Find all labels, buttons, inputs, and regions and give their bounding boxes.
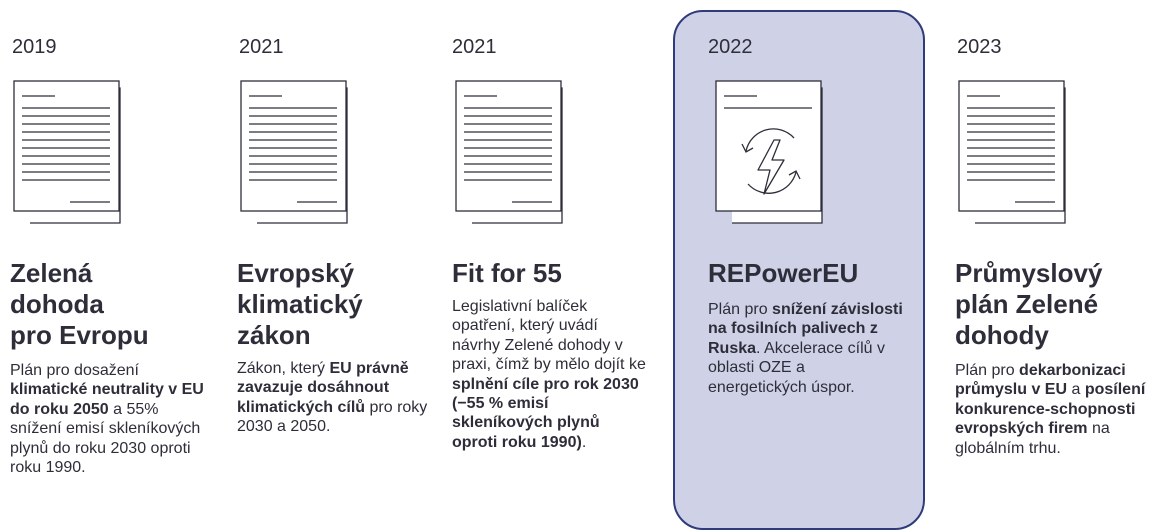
item-title: Průmyslový plán Zelené dohody: [955, 258, 1103, 350]
item-description: Zákon, který EU právně zavazuje dosáhnou…: [237, 359, 429, 437]
description-emphasis: EU právně zavazuje dosáhnout klimatickýc…: [237, 360, 409, 416]
description-text: na globálním trhu.: [955, 420, 1110, 457]
item-title: Evropský klimatický zákon: [237, 258, 363, 350]
year-label: 2022: [708, 36, 753, 58]
description-emphasis: snížení závislosti na fosilních palivech…: [708, 301, 903, 357]
year-label: 2019: [12, 36, 57, 58]
document-icon: [455, 80, 563, 224]
item-title: REPowerEU: [708, 258, 859, 288]
description-text: pro roky 2030 a 2050.: [237, 398, 428, 436]
item-title: Zelená dohoda pro Evropu: [10, 258, 149, 350]
description-emphasis: dekarbonizaci průmyslu v EU: [955, 362, 1126, 399]
document-icon: [958, 80, 1066, 224]
item-description: Plán pro dosažení klimatické neutrality …: [10, 361, 210, 477]
item-description: Plán pro dekarbonizaci průmyslu v EU a p…: [955, 361, 1167, 458]
description-text: . Akcelerace cílů v oblasti OZE a energe…: [708, 339, 885, 396]
description-emphasis: klimatické neutrality v EU do roku 2050: [10, 381, 204, 418]
description-text: Plán pro dosažení: [10, 362, 139, 379]
description-emphasis: posílení konkurence-schopnosti evropskýc…: [955, 381, 1146, 438]
energy-document-icon: [715, 80, 823, 224]
item-title: Fit for 55: [452, 258, 562, 288]
description-text: a: [1067, 381, 1085, 399]
description-text: Legislativní balíček opatření, který uvá…: [452, 298, 646, 374]
description-emphasis: splnění cíle pro rok 2030 (−55 % emisí s…: [452, 375, 639, 451]
document-icon: [13, 80, 121, 224]
year-label: 2021: [239, 36, 284, 58]
document-icon: [240, 80, 348, 224]
item-description: Plán pro snížení závislosti na fosilních…: [708, 300, 908, 397]
description-text: .: [581, 433, 587, 451]
description-text: a 55% snížení emisí skleníkových plynů d…: [10, 400, 201, 477]
item-description: Legislativní balíček opatření, který uvá…: [452, 297, 647, 452]
year-label: 2021: [452, 36, 497, 58]
description-text: Plán pro: [708, 301, 773, 318]
year-label: 2023: [957, 36, 1002, 58]
description-text: Zákon, který: [237, 360, 330, 377]
description-text: Plán pro: [955, 362, 1020, 379]
